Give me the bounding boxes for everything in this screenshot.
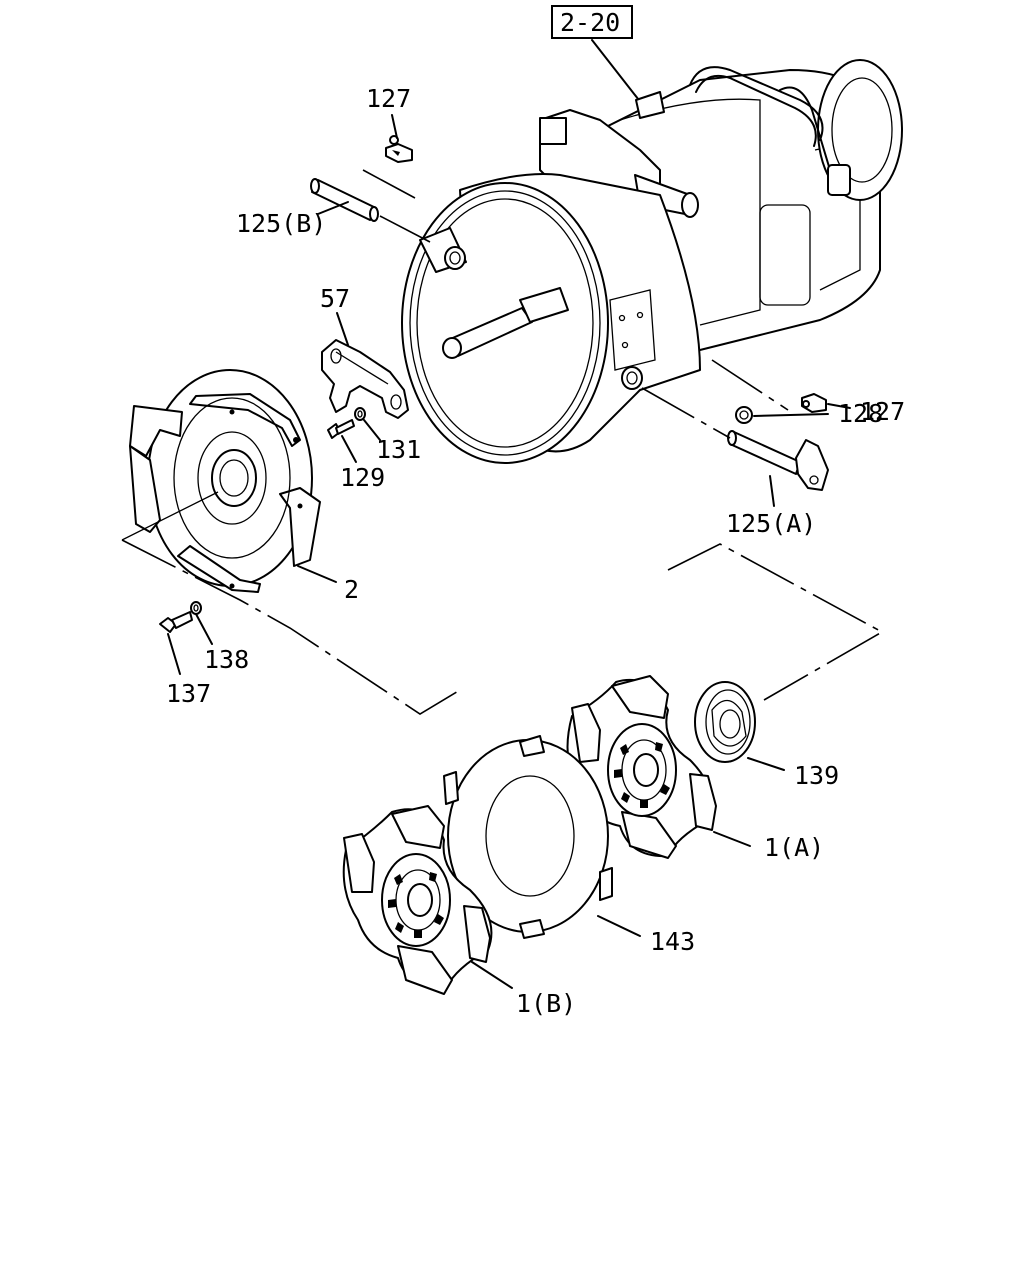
callout-57: 57 [320, 284, 350, 313]
washer-131[interactable] [354, 407, 366, 421]
dash-assembly-left [121, 539, 461, 715]
callout-128: 128 [838, 399, 883, 428]
transmission-housing[interactable] [401, 59, 903, 464]
callout-127-right: 127 [860, 397, 905, 426]
callout-131: 131 [376, 435, 421, 464]
bolt-129[interactable] [327, 419, 355, 439]
clutch-cover[interactable] [129, 369, 321, 593]
dash-assembly-right [667, 543, 884, 701]
reference-box[interactable]: 2-20 [551, 5, 633, 39]
callout-129: 129 [340, 463, 385, 492]
leader-139 [747, 757, 785, 771]
callout-137: 137 [166, 679, 211, 708]
leader-138 [195, 613, 213, 645]
callout-138: 138 [204, 645, 249, 674]
leader-127-right [827, 403, 851, 409]
leader-129 [341, 435, 357, 463]
leader-1a [713, 831, 751, 847]
leader-128 [753, 413, 829, 417]
leader-143 [597, 915, 641, 937]
bolt-137[interactable] [159, 611, 193, 633]
grease-nipple-right[interactable] [801, 393, 827, 413]
dash-125b [379, 215, 431, 243]
leader-137 [167, 633, 181, 675]
washer-138[interactable] [190, 601, 202, 615]
leader-1b [471, 961, 513, 989]
callout-143: 143 [650, 927, 695, 956]
center-line-2 [121, 491, 219, 541]
leader-125a [769, 475, 775, 507]
leader-57 [336, 312, 349, 346]
callout-1a: 1(A) [764, 833, 824, 862]
leader-127-top [391, 114, 398, 139]
callout-139: 139 [794, 761, 839, 790]
callout-125b: 125(B) [236, 209, 326, 238]
callout-1b: 1(B) [516, 989, 576, 1018]
clutch-fork[interactable] [321, 339, 409, 419]
grease-nipple-top[interactable] [385, 135, 413, 163]
callout-125a: 125(A) [726, 509, 816, 538]
leader-125b [317, 201, 349, 215]
callout-2: 2 [344, 575, 359, 604]
intermediate-plate-143[interactable] [443, 735, 613, 939]
dash-127-top [362, 169, 416, 199]
callout-127-top: 127 [366, 84, 411, 113]
clutch-disc-1b[interactable] [342, 805, 493, 995]
leader-2 [297, 565, 337, 583]
leader-131 [363, 419, 381, 441]
shaft-125a[interactable] [727, 430, 829, 491]
nut-128[interactable] [735, 406, 753, 424]
shaft-125b[interactable] [310, 178, 379, 222]
reference-leader [591, 39, 643, 105]
cover-plate-139[interactable] [694, 681, 756, 763]
reference-box-label: 2-20 [560, 8, 620, 37]
clutch-disc-1a[interactable] [566, 675, 717, 859]
dash-127-right [711, 359, 789, 411]
dash-125a [641, 387, 731, 439]
